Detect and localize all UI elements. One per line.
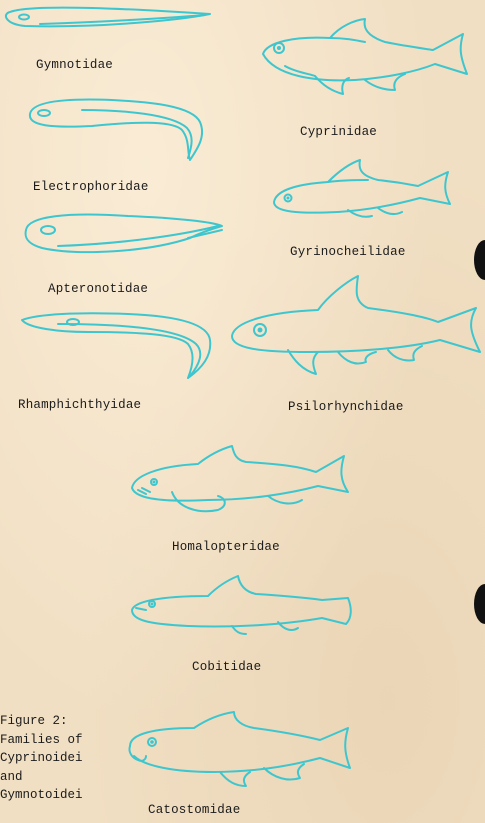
psilorhynchidae-fish-illustration xyxy=(228,274,485,378)
caption-line-5: Gymnotoidei xyxy=(0,786,83,805)
binder-hole-bottom xyxy=(474,584,485,624)
figure-caption: Figure 2: Families of Cyprinoidei and Gy… xyxy=(0,712,83,805)
electrophoridae-fish-illustration xyxy=(22,92,212,164)
cyprinidae-fish-illustration xyxy=(255,16,475,101)
caption-line-3: Cyprinoidei xyxy=(0,749,83,768)
homalopteridae-fish-illustration xyxy=(128,444,352,516)
rhamphichthyidae-label: Rhamphichthyidae xyxy=(18,398,141,412)
homalopteridae-label: Homalopteridae xyxy=(172,540,280,554)
caption-line-2: Families of xyxy=(0,731,83,750)
apteronotidae-label: Apteronotidae xyxy=(48,282,148,296)
apteronotidae-fish-illustration xyxy=(18,204,228,260)
caption-line-4: and xyxy=(0,768,83,787)
cyprinidae-label: Cyprinidae xyxy=(300,125,377,139)
cobitidae-fish-illustration xyxy=(128,574,354,640)
electrophoridae-label: Electrophoridae xyxy=(33,180,149,194)
gyrinocheilidae-label: Gyrinocheilidae xyxy=(290,245,406,259)
rhamphichthyidae-fish-illustration xyxy=(18,304,218,382)
gymnotidae-label: Gymnotidae xyxy=(36,58,113,72)
psilorhynchidae-label: Psilorhynchidae xyxy=(288,400,404,414)
gyrinocheilidae-fish-illustration xyxy=(268,158,458,224)
caption-line-1: Figure 2: xyxy=(0,712,83,731)
catostomidae-fish-illustration xyxy=(124,710,354,790)
catostomidae-label: Catostomidae xyxy=(148,803,240,817)
gymnotidae-fish-illustration xyxy=(0,0,220,40)
cobitidae-label: Cobitidae xyxy=(192,660,261,674)
